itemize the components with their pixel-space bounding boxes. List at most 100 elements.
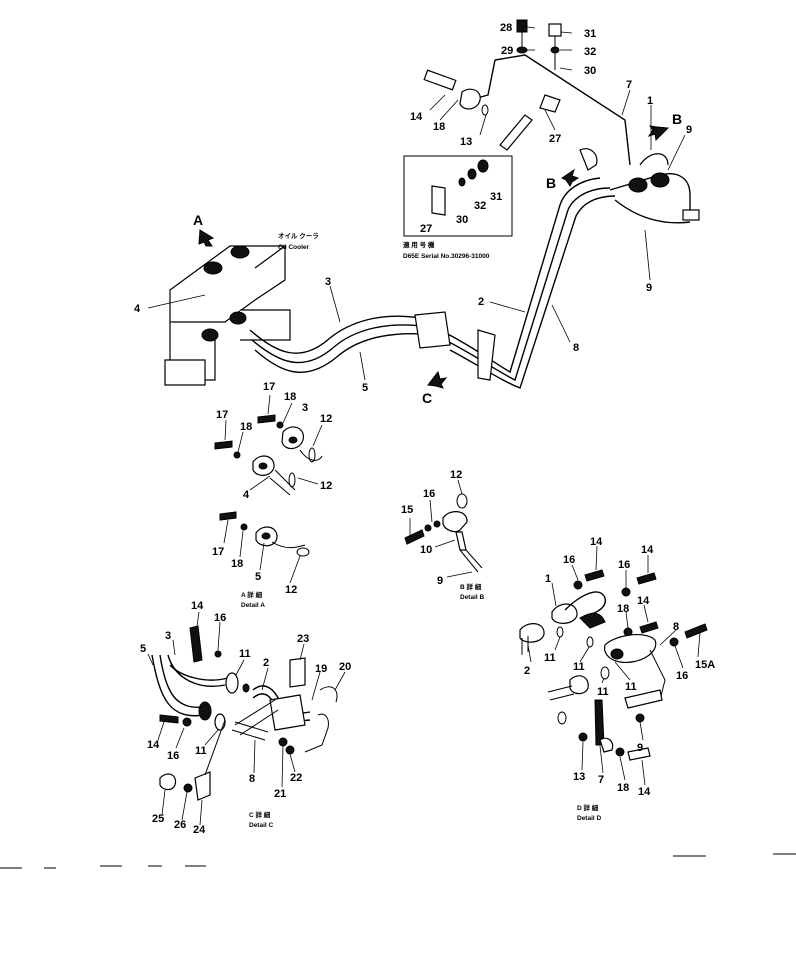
callout-18: 18 (433, 121, 445, 133)
c-callout-14-top: 14 (191, 600, 204, 612)
c-callout-22: 22 (290, 772, 302, 784)
c-callout-19: 19 (315, 663, 327, 675)
svg-text:A: A (193, 212, 203, 228)
a-callout-12-top: 12 (320, 413, 332, 425)
d-callout-8: 8 (673, 621, 679, 633)
d-callout-9: 9 (637, 742, 643, 754)
d-callout-14-left: 14 (590, 536, 603, 548)
inset-callout-27: 27 (420, 223, 432, 235)
detail-c-caption-en: Detail C (249, 822, 274, 829)
detail-a-caption-en: Detail A (241, 602, 265, 609)
c-callout-3: 3 (165, 630, 171, 642)
detail-d: 16 14 16 14 1 18 14 8 15A 16 11 11 2 11 … (519, 536, 715, 822)
c-callout-8: 8 (249, 773, 255, 785)
detail-a: 17 18 3 12 17 18 12 4 17 18 5 12 A 詳 細 D… (212, 381, 332, 609)
main-assembly-view: 31 32 30 27 適 用 号 機 D65E Serial No.30296… (134, 19, 700, 406)
d-callout-2: 2 (524, 665, 530, 677)
d-callout-14-bottom: 14 (638, 786, 651, 798)
callout-13: 13 (460, 136, 472, 148)
callout-1: 1 (647, 95, 653, 107)
d-callout-14-right: 14 (641, 544, 654, 556)
callout-8: 8 (573, 342, 579, 354)
callout-7: 7 (626, 79, 632, 91)
b-callout-12: 12 (450, 469, 462, 481)
view-arrow-a: A (193, 212, 215, 247)
d-callout-13: 13 (573, 771, 585, 783)
inset-callout-32: 32 (474, 200, 486, 212)
d-callout-18-bottom: 18 (617, 782, 629, 794)
c-callout-24: 24 (193, 824, 206, 836)
inset-caption-jp: 適 用 号 機 (403, 240, 435, 249)
d-callout-11-a: 11 (544, 652, 556, 664)
c-callout-25: 25 (152, 813, 164, 825)
d-callout-11-b: 11 (573, 661, 585, 673)
d-callout-14-mid: 14 (637, 595, 650, 607)
svg-text:B: B (546, 175, 556, 191)
c-callout-23: 23 (297, 633, 309, 645)
oil-cooler-caption-en: Oil Cooler (278, 244, 310, 251)
c-callout-11-bottom: 11 (195, 745, 207, 757)
a-callout-17-top: 17 (263, 381, 275, 393)
d-callout-1: 1 (545, 573, 551, 585)
callout-29: 29 (501, 45, 513, 57)
c-callout-21: 21 (274, 788, 286, 800)
b-callout-15: 15 (401, 504, 413, 516)
d-callout-16-right: 16 (618, 559, 630, 571)
c-callout-16-bottom: 16 (167, 750, 179, 762)
svg-text:C: C (422, 390, 432, 406)
view-arrow-b-mid: B (546, 168, 580, 191)
view-arrow-c: C (422, 370, 448, 406)
b-callout-16: 16 (423, 488, 435, 500)
scan-marks (0, 853, 796, 869)
c-callout-26: 26 (174, 819, 186, 831)
inset-callout-30: 30 (456, 214, 468, 226)
a-callout-3: 3 (302, 402, 308, 414)
detail-d-caption-en: Detail D (577, 815, 602, 822)
inset-caption-en: D65E Serial No.30296-31000 (403, 253, 490, 260)
a-callout-12-mid: 12 (320, 480, 332, 492)
callout-5: 5 (362, 382, 368, 394)
callout-31: 31 (584, 28, 596, 40)
c-callout-11-top: 11 (239, 648, 251, 660)
c-callout-5: 5 (140, 643, 146, 655)
d-callout-15a: 15A (695, 659, 715, 671)
d-callout-11-d: 11 (625, 681, 637, 693)
c-callout-16-top: 16 (214, 612, 226, 624)
callout-30: 30 (584, 65, 596, 77)
d-callout-16-left: 16 (563, 554, 575, 566)
c-callout-20: 20 (339, 661, 351, 673)
callout-3: 3 (325, 276, 331, 288)
d-callout-11-c: 11 (597, 686, 609, 698)
callout-28: 28 (500, 22, 512, 34)
pipe-bundle (249, 54, 691, 389)
b-callout-9: 9 (437, 575, 443, 587)
d-callout-16-mid: 16 (676, 670, 688, 682)
c-callout-14-bottom: 14 (147, 739, 160, 751)
a-callout-12-bottom: 12 (285, 584, 297, 596)
detail-b: 12 15 16 10 9 B 詳 細 Detail B (401, 469, 485, 601)
detail-d-caption-jp: D 詳 細 (577, 803, 599, 812)
callout-9-bottom: 9 (646, 282, 652, 294)
d-callout-18: 18 (617, 603, 629, 615)
a-callout-17-mid: 17 (216, 409, 228, 421)
callout-9-top: 9 (686, 124, 692, 136)
detail-b-caption-jp: B 詳 細 (460, 582, 482, 591)
a-callout-18-bottom: 18 (231, 558, 243, 570)
inset-callout-31: 31 (490, 191, 502, 203)
a-callout-18-top: 18 (284, 391, 296, 403)
detail-c-caption-jp: C 詳 細 (249, 810, 271, 819)
right-fittings (579, 148, 700, 221)
svg-text:B: B (672, 111, 682, 127)
serial-inset: 31 32 30 27 適 用 号 機 D65E Serial No.30296… (403, 155, 513, 260)
callout-32: 32 (584, 46, 596, 58)
detail-b-caption-en: Detail B (460, 594, 485, 601)
callout-14: 14 (410, 111, 423, 123)
d-callout-7: 7 (598, 774, 604, 786)
callout-27: 27 (549, 133, 561, 145)
mid-clamp (414, 311, 451, 349)
callout-2: 2 (478, 296, 484, 308)
view-arrow-b-top: B (647, 111, 682, 142)
callout-4: 4 (134, 303, 141, 315)
a-callout-18-mid: 18 (240, 421, 252, 433)
detail-c: 14 16 3 5 11 2 23 19 20 14 16 11 8 22 21… (140, 600, 351, 836)
